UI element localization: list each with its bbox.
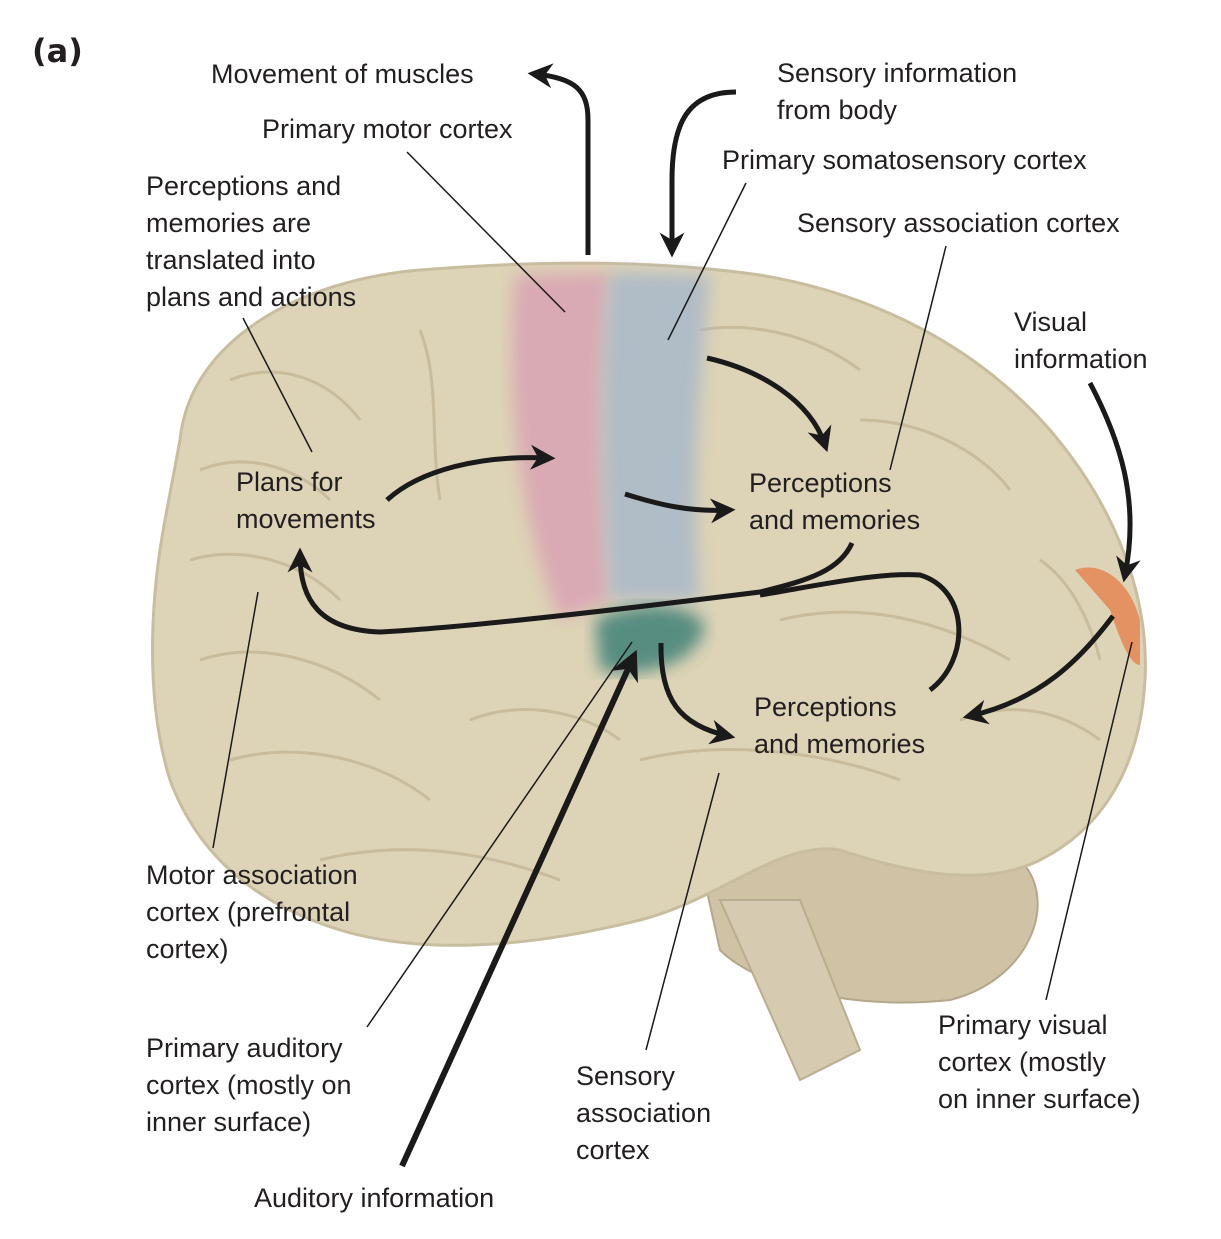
label-sensory-assoc-bottom: Sensory association cortex xyxy=(576,1061,712,1165)
arrow-sensory-info-body xyxy=(659,89,737,258)
arrow-somato-to-perceptions-upper xyxy=(706,355,832,453)
arrow-auditory-information xyxy=(399,649,638,1168)
label-sensory-info-body: Sensory information from body xyxy=(777,58,1018,125)
label-perceptions-translated: Perceptions and memories are translated … xyxy=(146,171,357,312)
label-movement-of-muscles: Movement of muscles xyxy=(211,59,474,89)
leader-sensory-assoc-bottom xyxy=(645,772,720,1051)
primary-visual-cortex-region xyxy=(1075,567,1140,665)
leader-sensory-assoc-top xyxy=(889,245,947,471)
arrow-perceptions-to-plans xyxy=(287,541,855,635)
label-perceptions-lower: Perceptions and memories xyxy=(754,692,926,759)
leader-perceptions-translated xyxy=(242,317,313,453)
label-plans-for-movements: Plans for movements xyxy=(236,467,376,534)
panel-label: (a) xyxy=(32,32,83,70)
arrow-visual-to-perceptions xyxy=(962,614,1115,725)
arrow-movement-of-muscles xyxy=(527,63,591,255)
arrow-plans-to-motor xyxy=(385,444,556,502)
leader-primary-visual xyxy=(1045,641,1133,1001)
leader-primary-auditory xyxy=(366,641,633,1028)
label-visual-information: Visual information xyxy=(1014,307,1148,374)
arrow-visual-info xyxy=(1087,381,1141,583)
label-primary-somatosensory: Primary somatosensory cortex xyxy=(722,145,1087,175)
primary-somatosensory-cortex-region xyxy=(602,272,710,600)
label-primary-motor-cortex: Primary motor cortex xyxy=(262,114,513,144)
label-perceptions-upper: Perceptions and memories xyxy=(749,468,921,535)
label-primary-auditory: Primary auditory cortex (mostly on inner… xyxy=(146,1033,352,1137)
leader-motor-assoc xyxy=(212,591,259,849)
brainstem xyxy=(718,899,862,1082)
label-auditory-information: Auditory information xyxy=(254,1183,495,1213)
arrow-auditory-to-perceptions xyxy=(658,642,736,745)
label-primary-visual: Primary visual cortex (mostly on inner s… xyxy=(938,1010,1141,1114)
leader-primary-motor xyxy=(406,151,566,313)
arrow-somato-to-perceptions-mid xyxy=(624,491,736,524)
label-motor-association: Motor association cortex (prefrontal cor… xyxy=(146,860,358,964)
leader-primary-somatosensory xyxy=(667,182,747,341)
primary-motor-cortex-region xyxy=(512,272,610,620)
label-sensory-assoc-top: Sensory association cortex xyxy=(797,208,1120,238)
arrow-perceptions-lower-loop xyxy=(759,572,962,692)
